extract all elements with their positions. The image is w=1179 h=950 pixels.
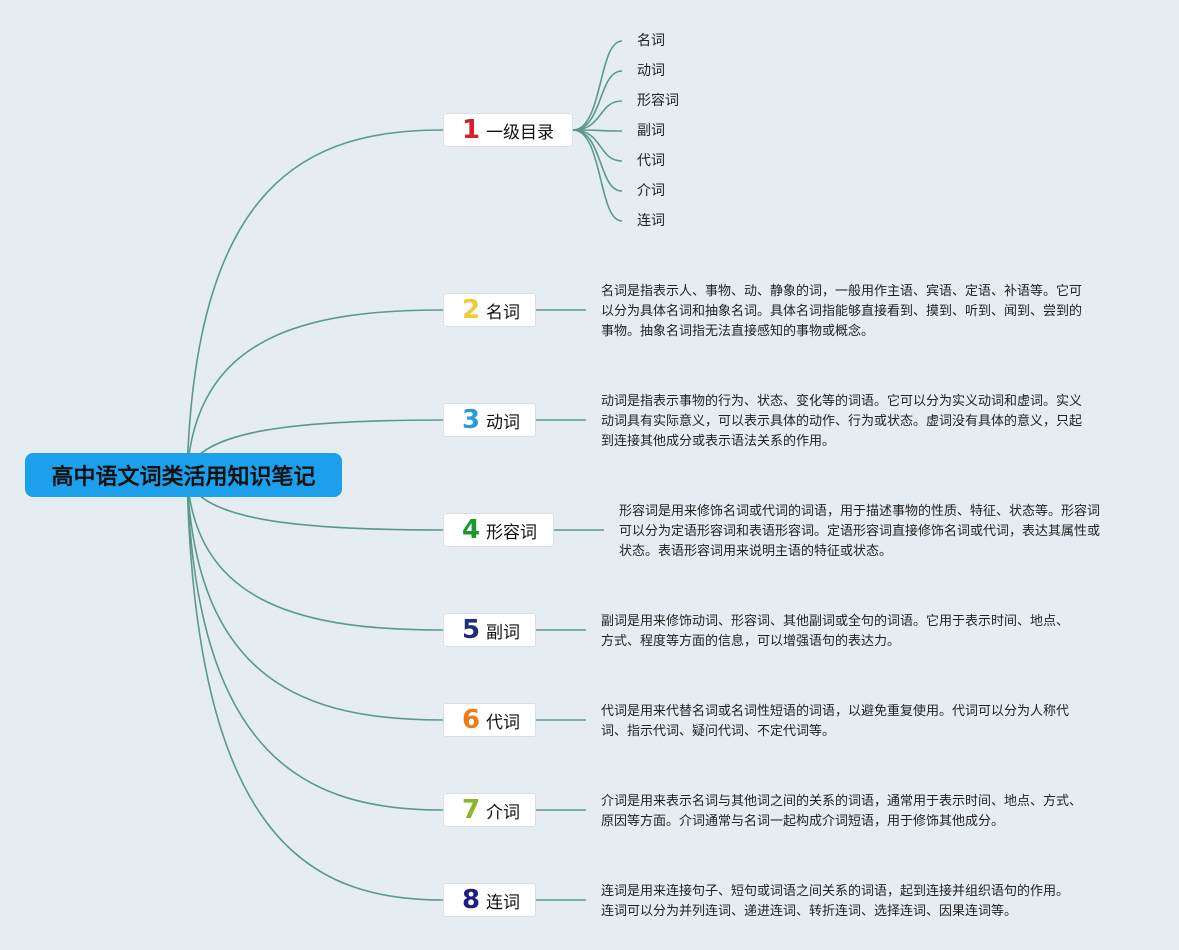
topic-7-number: 7	[461, 795, 481, 825]
connector-root-topic-1	[186, 129, 444, 476]
root-topic[interactable]: 高中语文词类活用知识笔记	[25, 453, 342, 497]
root-title: 高中语文词类活用知识笔记	[51, 465, 316, 490]
desc-adjective: 形容词是用来修饰名词或代词的词语，用于描述事物的性质、特征、状态等。形容词可以分…	[619, 504, 1101, 559]
desc-verb: 动词是指表示事物的行为、状态、变化等的词语。它可以分为实义动词和虚词。实义动词具…	[601, 394, 1083, 449]
topic-6-number: 6	[461, 705, 481, 735]
topic-1-number: 1	[461, 115, 481, 145]
topic-4[interactable]: 4 形容词	[443, 513, 554, 547]
desc-adverb: 副词是用来修饰动词、形容词、其他副词或全句的词语。它用于表示时间、地点、方式、程…	[601, 614, 1070, 649]
topic-5-number: 5	[461, 615, 481, 645]
subtopic-preposition[interactable]: 介词	[637, 183, 665, 199]
connector-subtopic-2	[572, 70, 623, 131]
connector-subtopic-3	[572, 100, 623, 131]
subtopic-verb[interactable]: 动词	[637, 63, 665, 79]
connector-root-topic-2	[186, 309, 444, 476]
topic-4-label: 形容词	[486, 522, 537, 543]
connector-root-topic-6	[186, 474, 444, 721]
topic-6[interactable]: 6 代词	[443, 703, 536, 737]
desc-preposition: 介词是用来表示名词与其他词之间的关系的词语，通常用于表示时间、地点、方式、原因等…	[601, 794, 1083, 829]
topic-4-number: 4	[461, 515, 481, 545]
topic-7[interactable]: 7 介词	[443, 793, 536, 827]
topic-2[interactable]: 2 名词	[443, 293, 536, 327]
desc-pronoun: 代词是用来代替名词或名词性短语的词语，以避免重复使用。代词可以分为人称代词、指示…	[601, 704, 1070, 739]
subtopic-adverb[interactable]: 副词	[637, 123, 665, 139]
topic-1-label: 一级目录	[486, 122, 554, 143]
desc-noun: 名词是指表示人、事物、动、静象的词，一般用作主语、宾语、定语、补语等。它可以分为…	[601, 284, 1083, 339]
connector-root-topic-8	[186, 474, 444, 901]
topic-8-number: 8	[461, 885, 481, 915]
topic-8-label: 连词	[486, 892, 520, 913]
topic-7-label: 介词	[486, 802, 520, 823]
topic-3[interactable]: 3 动词	[443, 403, 536, 437]
subtopic-conjunction[interactable]: 连词	[637, 213, 665, 229]
desc-conjunction: 连词是用来连接句子、短句或词语之间关系的词语，起到连接并组织语句的作用。连词可以…	[601, 884, 1070, 919]
topic-6-label: 代词	[486, 712, 520, 733]
connector-root-topic-5	[186, 474, 444, 631]
topic-1[interactable]: 1 一级目录	[443, 113, 573, 147]
connector-root-topic-7	[186, 474, 444, 811]
subtopic-adjective[interactable]: 形容词	[637, 93, 679, 109]
connector-subtopic-7	[572, 129, 623, 222]
topic-3-label: 动词	[486, 412, 520, 433]
topic-2-label: 名词	[486, 302, 520, 323]
topic-3-number: 3	[461, 405, 481, 435]
topic-5[interactable]: 5 副词	[443, 613, 536, 647]
topic-2-number: 2	[461, 295, 481, 325]
connector-subtopic-1	[572, 40, 623, 131]
subtopic-pronoun[interactable]: 代词	[637, 153, 665, 169]
subtopic-noun[interactable]: 名词	[637, 33, 665, 49]
topic-5-label: 副词	[486, 622, 520, 643]
topic-8[interactable]: 8 连词	[443, 883, 536, 917]
